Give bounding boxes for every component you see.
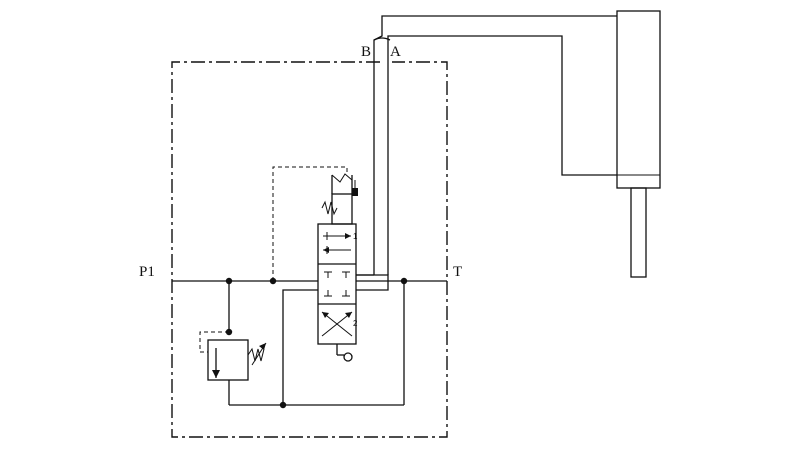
port-b-label: B: [361, 44, 371, 60]
hydraulic-cylinder: [616, 10, 661, 278]
valve-actuator-bottom: [336, 344, 353, 362]
line-b-to-cylinder: [373, 15, 617, 275]
port-a-label: A: [390, 44, 401, 60]
pressure-line-p1: [172, 277, 318, 336]
port-p1-label: P1: [139, 264, 155, 280]
pilot-line: [272, 166, 348, 281]
line-a-to-cylinder: [387, 35, 617, 275]
valve-actuator-top: [321, 173, 358, 225]
port-t-label: T: [453, 264, 462, 280]
tank-line-t: [228, 277, 447, 409]
position-2-label: 2: [353, 319, 358, 328]
directional-valve: 1 2: [317, 223, 358, 345]
position-1-label: 1: [353, 232, 358, 241]
relief-valve: [199, 331, 267, 381]
valve-block-boundary: [171, 61, 448, 438]
valve-work-ports: [356, 274, 389, 291]
